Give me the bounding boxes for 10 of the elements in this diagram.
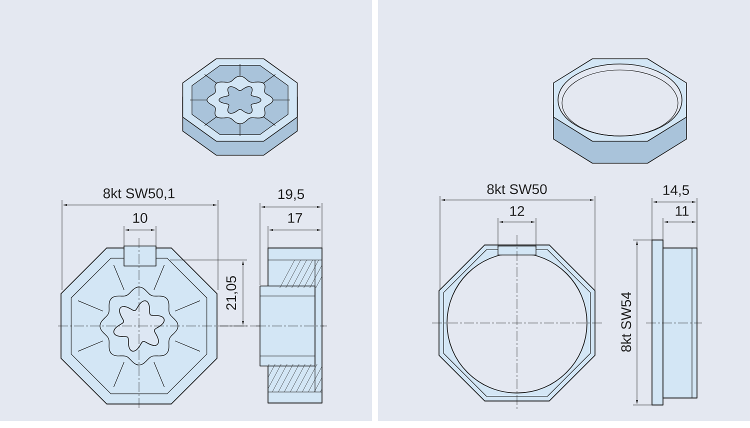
dimension-label: 12 [510, 206, 524, 216]
dimension-label: 8kt SW50,1 [103, 188, 174, 200]
dimension-label: 17 [288, 213, 302, 223]
dimension-label: 10 [133, 213, 148, 223]
dimension-label: 19,5 [278, 189, 304, 201]
dimension-label: 14,5 [663, 185, 690, 197]
dimension-label: 11 [676, 206, 689, 216]
dimension-label: 21,05 [226, 276, 238, 310]
dimension-label: 8kt SW54 [620, 292, 632, 352]
dimension-label: 8kt SW50 [487, 184, 547, 194]
